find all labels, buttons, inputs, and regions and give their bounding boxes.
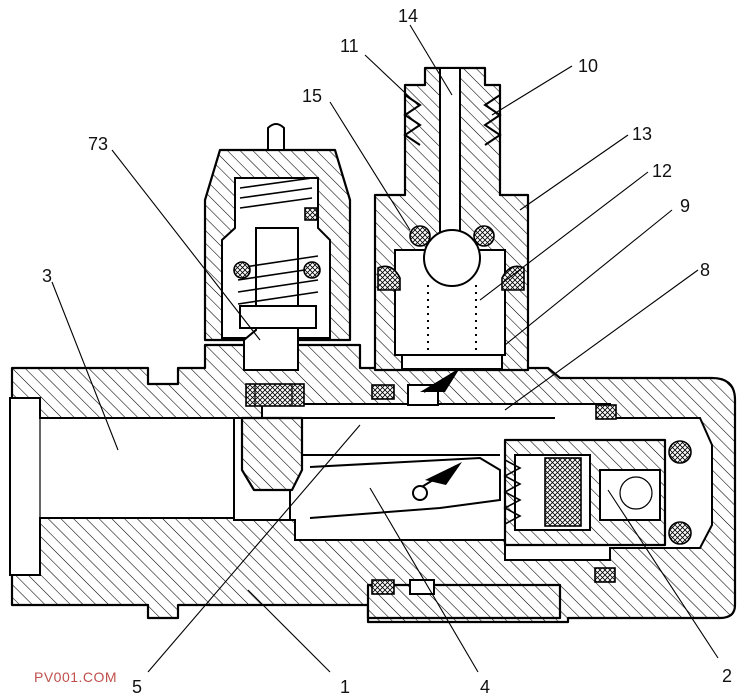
leader-lines (51, 24, 719, 673)
bottom-plug (366, 567, 616, 620)
callout-73: 73 (88, 134, 108, 154)
callout-4: 4 (480, 677, 490, 697)
callout-8: 8 (700, 260, 710, 280)
callout-3: 3 (42, 266, 52, 286)
callout-12: 12 (652, 161, 672, 181)
left-bonnet (203, 123, 352, 371)
callout-13: 13 (632, 124, 652, 144)
callout-2: 2 (722, 666, 732, 686)
callout-11: 11 (340, 36, 359, 56)
watermark: PV001.COM (34, 669, 117, 685)
callout-14: 14 (398, 6, 418, 26)
flow-arrows (412, 368, 462, 501)
poppet-pin (240, 383, 305, 492)
callout-10: 10 (578, 56, 598, 76)
callout-15: 15 (302, 86, 322, 106)
callout-9: 9 (680, 196, 690, 216)
callout-numbers: 14 11 10 15 13 73 12 9 8 3 2 5 1 4 (42, 6, 732, 697)
callout-1: 1 (340, 677, 350, 697)
right-bonnet (371, 66, 530, 406)
callout-5: 5 (132, 677, 142, 697)
spool-cartridge (503, 404, 692, 547)
